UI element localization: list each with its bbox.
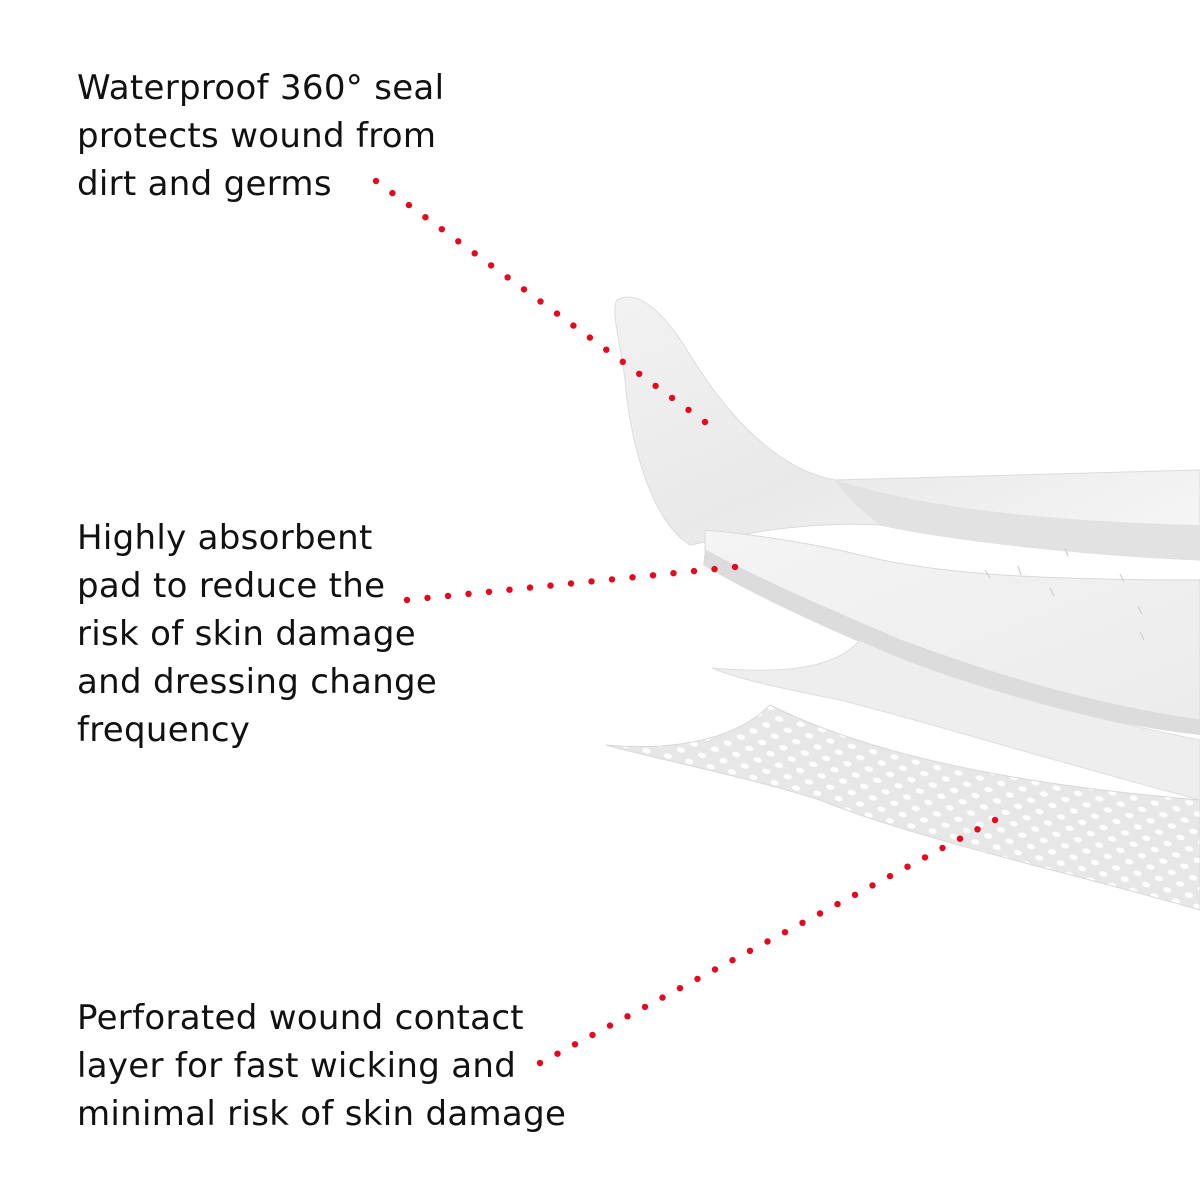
leader-dot [670, 570, 677, 577]
leader-dot [641, 1003, 649, 1011]
pad-callout-line-1: Highly absorbent [77, 518, 373, 558]
leader-dot [731, 563, 739, 571]
leader-dot [526, 584, 534, 591]
leader-dot [659, 994, 666, 1001]
pad-callout-line-3: risk of skin damage [77, 614, 416, 654]
leader-dot [589, 1031, 596, 1039]
middle-film-layer [711, 639, 1200, 801]
leader-dot [834, 900, 841, 908]
contact-layer-callout: Perforated wound contact layer for fast … [77, 994, 566, 1138]
leader-dot [588, 578, 595, 585]
leader-dot [729, 957, 736, 964]
leader-dot [781, 929, 789, 936]
contact-leader [536, 816, 999, 1067]
leader-dot [956, 835, 964, 842]
pad-leader [403, 563, 739, 604]
leader-dot [536, 1059, 544, 1067]
leader-dot [422, 214, 429, 221]
leader-dot [694, 975, 701, 983]
leader-dot [504, 274, 511, 281]
leader-dot [701, 418, 709, 426]
pad-callout: Highly absorbent pad to reduce the risk … [77, 514, 437, 754]
leader-dot [444, 592, 452, 600]
leader-dot [537, 298, 544, 305]
leader-dot [690, 567, 698, 575]
leader-dot [603, 346, 610, 353]
leader-dot [991, 816, 999, 824]
leader-dot [974, 826, 981, 833]
contact-callout-line-2: layer for fast wicking and [77, 1046, 517, 1086]
leader-dot [764, 938, 771, 945]
pad-callout-line-4: and dressing change [77, 662, 438, 702]
leader-dot [606, 1022, 614, 1029]
leader-dot [570, 322, 577, 329]
leader-dot [455, 238, 462, 245]
leader-dot [624, 1013, 631, 1020]
leader-dot [438, 226, 445, 233]
leader-dot [886, 872, 894, 880]
leader-dot [619, 358, 626, 365]
leader-dot [403, 596, 411, 604]
leader-dot [471, 250, 478, 257]
leader-dot [586, 334, 594, 341]
leader-lines [372, 177, 999, 1067]
leader-dot [668, 394, 676, 402]
leader-dot [746, 947, 754, 954]
seal-leader [372, 177, 709, 426]
leader-dot [553, 310, 561, 317]
pad-texture-marks [984, 547, 1145, 641]
leader-dot [608, 576, 616, 583]
leader-dot [711, 966, 719, 973]
leader-dot [485, 588, 493, 595]
leader-dot [649, 572, 657, 579]
seal-callout: Waterproof 360° seal protects wound from… [77, 64, 444, 208]
leader-dot [869, 882, 876, 889]
leader-dot [554, 1050, 561, 1057]
contact-callout-line-1: Perforated wound contact [77, 998, 524, 1038]
leader-dot [799, 919, 806, 926]
leader-dot [405, 201, 413, 209]
leader-dot [506, 586, 513, 593]
perforated-contact-layer [605, 704, 1200, 911]
leader-dot [520, 286, 528, 293]
leader-dot [372, 177, 380, 185]
leader-dot [571, 1041, 579, 1048]
leader-dot [676, 985, 684, 992]
leader-dot [851, 891, 859, 898]
pad-callout-line-2: pad to reduce the [77, 566, 386, 606]
leader-dot [711, 565, 718, 573]
leader-dot [424, 594, 431, 602]
pad-callout-line-5: frequency [77, 710, 251, 750]
absorbent-pad-edge [703, 550, 1200, 735]
seal-callout-line-3: dirt and germs [77, 164, 332, 204]
leader-dot [816, 910, 824, 917]
contact-callout-line-3: minimal risk of skin damage [77, 1094, 567, 1134]
leader-dot [904, 863, 911, 870]
leader-dot [636, 370, 643, 377]
leader-dot [939, 844, 946, 852]
seal-callout-line-1: Waterproof 360° seal [77, 68, 445, 108]
leader-dot [629, 574, 636, 581]
leader-dot [465, 590, 472, 597]
leader-dot [685, 406, 692, 414]
seal-film-underside [835, 480, 1200, 560]
leader-dot [547, 582, 554, 589]
leader-dot [921, 854, 929, 861]
leader-dot [389, 189, 396, 197]
leader-dot [567, 580, 575, 587]
leader-dot [487, 262, 495, 269]
leader-dot [652, 382, 659, 390]
seal-callout-line-2: protects wound from [77, 116, 437, 156]
